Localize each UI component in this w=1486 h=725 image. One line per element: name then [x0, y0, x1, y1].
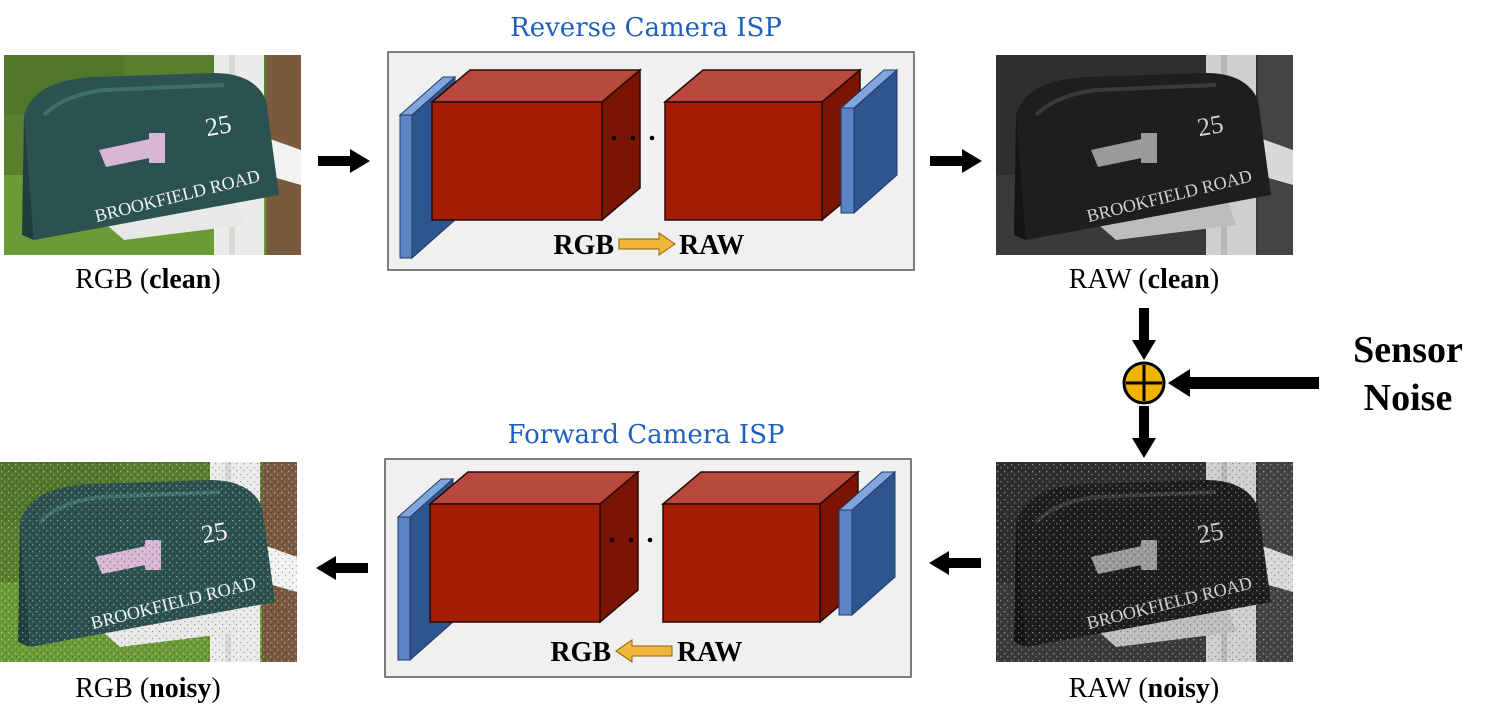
arrow-raw-noisy-to-forward-isp [929, 551, 981, 575]
arrow-adder-to-raw-noisy [1132, 406, 1156, 458]
mailbox-number-text-rgb-noisy: 25 [199, 516, 230, 549]
reverse-isp-label-raw: RAW [679, 230, 744, 261]
arrow-rgb-to-reverse-isp [318, 149, 370, 173]
forward-isp-title: Forward Camera ISP [508, 420, 785, 450]
rgb-noisy-caption: RGB (noisy) [75, 673, 220, 704]
mailbox-number-text: 25 [203, 109, 234, 142]
forward-isp-arrow-icon [615, 639, 673, 663]
raw-noisy-caption: RAW (noisy) [1069, 673, 1219, 704]
rgb-clean-image: 25 BROOKFIELD ROAD [2, 53, 303, 257]
forward-isp-label-raw: RAW [677, 637, 742, 668]
sensor-noise-label-line2: Noise [1364, 377, 1453, 419]
arrow-reverse-isp-to-raw [930, 149, 982, 173]
rgb-noisy-image: 25 BROOKFIELD ROAD [0, 460, 299, 664]
reverse-isp-title: Reverse Camera ISP [510, 13, 782, 43]
sensor-noise-label-line1: Sensor [1353, 329, 1463, 371]
raw-noisy-image: 25 BROOKFIELD ROAD [994, 460, 1295, 664]
circled-plus-icon [1122, 361, 1166, 405]
forward-isp-label-rgb: RGB [550, 637, 611, 668]
reverse-isp-label-rgb: RGB [553, 230, 614, 261]
rgb-clean-caption: RGB (clean) [75, 264, 220, 295]
reverse-isp-arrow-icon [618, 232, 676, 256]
arrow-noise-to-adder [1168, 369, 1319, 397]
mailbox-number-text-raw-clean: 25 [1195, 109, 1226, 142]
mailbox-number-text-raw-noisy: 25 [1195, 516, 1226, 549]
arrow-forward-isp-to-rgb-noisy [316, 556, 368, 580]
raw-clean-image: 25 BROOKFIELD ROAD [994, 53, 1295, 257]
arrow-raw-clean-to-adder [1132, 308, 1156, 360]
raw-clean-caption: RAW (clean) [1069, 264, 1219, 295]
